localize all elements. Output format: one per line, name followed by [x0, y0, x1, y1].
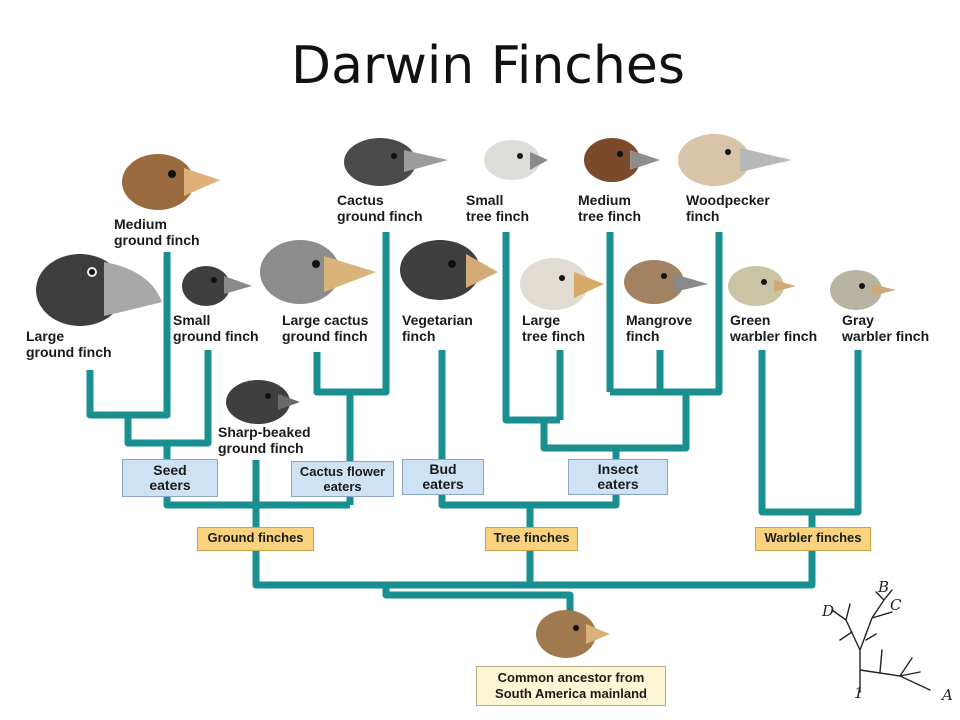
diet-box-cactus-flower-eaters: Cactus flower eaters [291, 461, 394, 497]
branch-warbler-pair [758, 350, 862, 516]
diet-box-insect-eaters: Insect eaters [568, 459, 668, 495]
label-woodpecker-finch: Woodpecker finch [686, 192, 770, 224]
group-box-warbler-finches: Warbler finches [755, 527, 871, 551]
diet-box-bud-eaters: Bud eaters [402, 459, 484, 495]
label-sharp-beaked-ground-finch: Sharp-beaked ground finch [218, 424, 311, 456]
label-small-ground-finch: Small ground finch [173, 312, 259, 344]
branch-root [382, 532, 816, 632]
label-cactus-ground-finch: Cactus ground finch [337, 192, 423, 224]
bird-common-ancestor [536, 610, 610, 658]
group-box-tree-finches: Tree finches [485, 527, 578, 551]
ancestor-box: Common ancestor from South America mainl… [476, 666, 666, 706]
bird-illustrations [36, 134, 896, 658]
label-large-ground-finch: Large ground finch [26, 328, 112, 360]
label-large-cactus-ground-finch: Large cactus ground finch [282, 312, 369, 344]
bird-woodpecker [678, 134, 792, 186]
bird-vegetarian [400, 240, 498, 300]
label-small-tree-finch: Small tree finch [466, 192, 530, 224]
branch-insect-join [540, 392, 690, 452]
sketch-label-b: B [877, 578, 889, 596]
bird-large-ground [36, 254, 162, 326]
sketch-label-a: A [940, 686, 953, 704]
bird-small-tree [484, 140, 548, 180]
bird-large-cactus [260, 240, 376, 304]
bird-green-warbler [728, 266, 796, 306]
page-title: Darwin Finches [291, 36, 685, 96]
label-large-tree-finch: Large tree finch [522, 312, 586, 344]
label-gray-warbler-finch: Gray warbler finch [842, 312, 930, 344]
sketch-label-1: 1 [854, 684, 864, 702]
branch-ground-tree-join [252, 558, 530, 589]
label-mangrove-finch: Mangrove finch [626, 312, 693, 344]
group-box-ground-finches: Ground finches [197, 527, 314, 551]
bird-medium-ground [122, 154, 220, 210]
bird-large-tree [520, 258, 604, 310]
bird-mangrove [624, 260, 708, 304]
sketch-label-c: C [890, 596, 902, 614]
label-vegetarian-finch: Vegetarian finch [402, 312, 473, 344]
label-medium-tree-finch: Medium tree finch [578, 192, 642, 224]
label-medium-ground-finch: Medium ground finch [114, 216, 200, 248]
bird-cactus-ground [344, 138, 448, 186]
bird-sharp-beaked [226, 380, 300, 424]
diet-box-seed-eaters: Seed eaters [122, 459, 218, 497]
bird-gray-warbler [830, 270, 896, 310]
bird-small-ground [182, 266, 252, 306]
bird-medium-tree [584, 138, 660, 182]
sketch-label-d: D [821, 602, 834, 620]
label-green-warbler-finch: Green warbler finch [730, 312, 818, 344]
darwin-tree-sketch [831, 589, 931, 693]
